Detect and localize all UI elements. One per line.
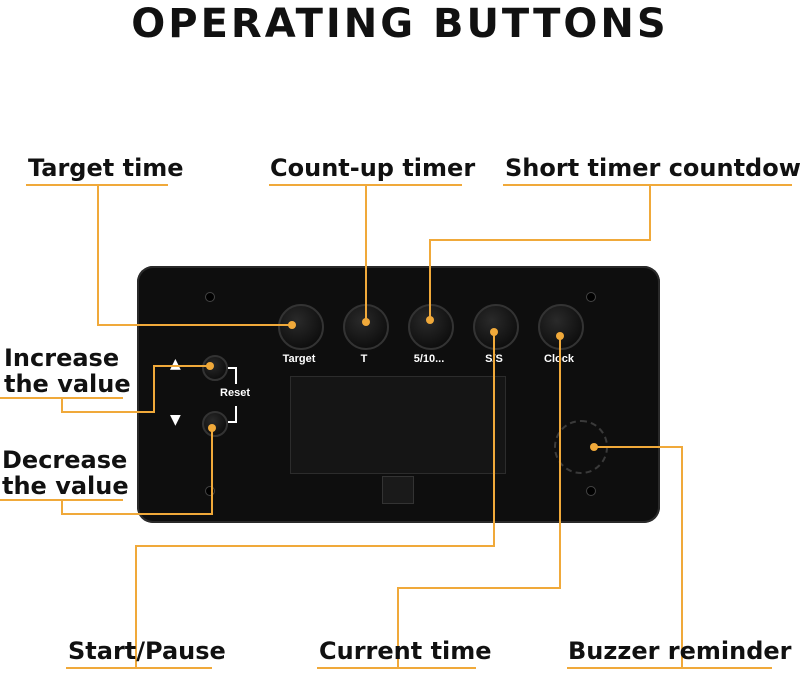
clock-dot xyxy=(556,332,564,340)
screw xyxy=(586,486,596,496)
increase-label-line1: Increase xyxy=(4,344,120,372)
screw xyxy=(205,292,215,302)
reset-label: Reset xyxy=(220,387,250,399)
lcd-display xyxy=(290,376,506,474)
clock-button[interactable] xyxy=(538,304,584,350)
increase-label-line2: the value xyxy=(4,370,131,398)
screw xyxy=(586,292,596,302)
buzzer-label: Buzzer reminder xyxy=(568,637,792,665)
target-dot xyxy=(288,321,296,329)
stand-tab xyxy=(382,476,414,504)
target-button[interactable] xyxy=(278,304,324,350)
down-dot xyxy=(208,424,216,432)
current-time-label: Current time xyxy=(319,637,492,665)
start-stop-dot xyxy=(490,328,498,336)
decrease-label-line1: Decrease xyxy=(2,446,128,474)
screw xyxy=(205,486,215,496)
short-timer-label: Short timer countdown xyxy=(505,154,800,182)
up-dot xyxy=(206,362,214,370)
up-button[interactable] xyxy=(202,355,228,381)
target-button-label: Target xyxy=(282,353,316,365)
short-timer-button-label: 5/10... xyxy=(413,353,445,365)
start-pause-label: Start/Pause xyxy=(68,637,226,665)
start-stop-button[interactable] xyxy=(473,304,519,350)
decrease-label-line2: the value xyxy=(2,472,129,500)
buzzer-dot xyxy=(590,443,598,451)
page-title: OPERATING BUTTONS xyxy=(131,1,669,47)
down-arrow-icon: ▼ xyxy=(170,412,181,428)
count-up-label: Count-up timer xyxy=(270,154,476,182)
t-dot xyxy=(362,318,370,326)
t-button-label: T xyxy=(360,353,368,365)
down-button[interactable] xyxy=(202,411,228,437)
short-timer-dot xyxy=(426,316,434,324)
target-time-label: Target time xyxy=(28,154,184,182)
up-arrow-icon: ▲ xyxy=(170,356,181,372)
